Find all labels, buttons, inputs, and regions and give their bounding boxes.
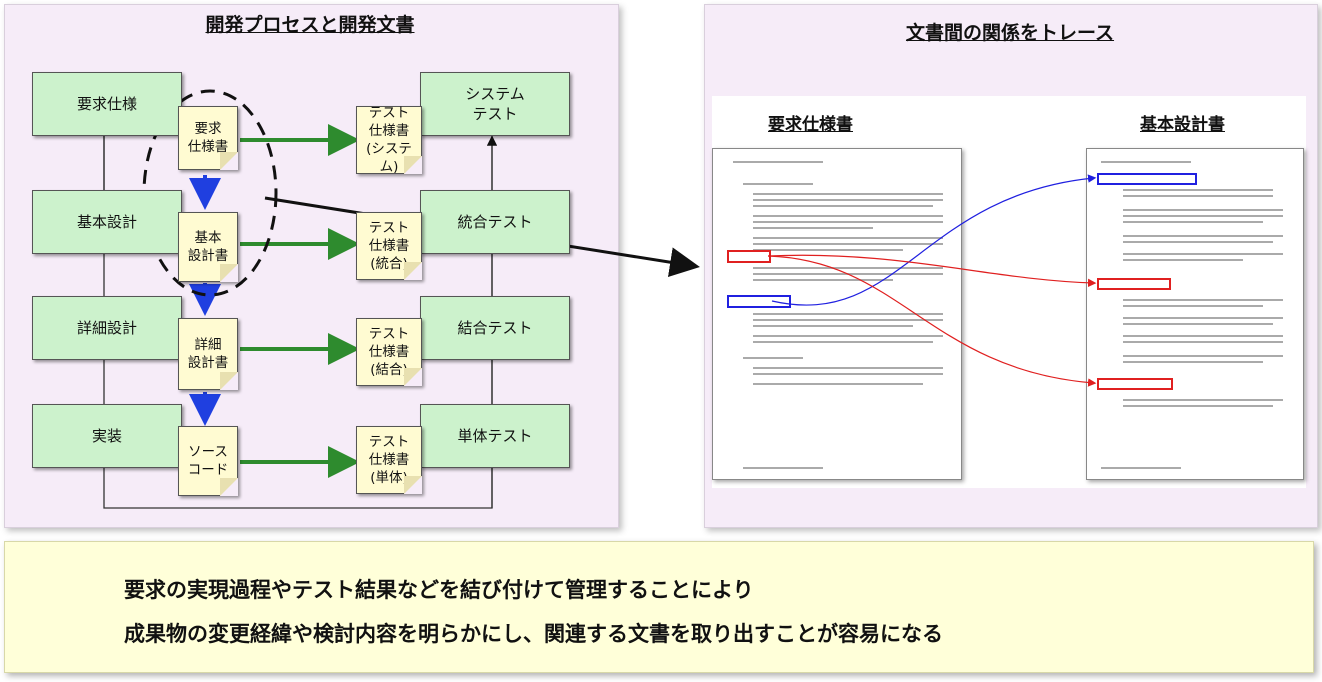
summary-line-1: 要求の実現過程やテスト結果などを結び付けて管理することにより bbox=[124, 578, 754, 602]
trace-marker-req-2 bbox=[727, 295, 791, 308]
doc-source-code: ソース コード bbox=[178, 426, 238, 496]
doc-test-spec-unit: テスト 仕様書 (単体) bbox=[356, 426, 422, 494]
phase-implementation: 実装 bbox=[32, 404, 182, 468]
doc-requirements-spec: 要求 仕様書 bbox=[178, 106, 238, 170]
test-integration: 統合テスト bbox=[420, 190, 570, 254]
trace-curve-red-1 bbox=[767, 254, 1097, 288]
test-unit: 単体テスト bbox=[420, 404, 570, 468]
basic-design-page bbox=[1086, 148, 1304, 480]
trace-marker-design-3 bbox=[1097, 378, 1173, 390]
doc-test-spec-integration: テスト 仕様書 (統合) bbox=[356, 212, 422, 280]
right-doc-title: 基本設計書 bbox=[1140, 115, 1225, 135]
doc-basic-design: 基本 設計書 bbox=[178, 212, 238, 282]
trace-panel-title: 文書間の関係をトレース bbox=[905, 22, 1115, 44]
doc-test-spec-system: テスト 仕様書 (システム) bbox=[356, 105, 422, 175]
test-system: システム テスト bbox=[420, 72, 570, 136]
trace-marker-design-2 bbox=[1097, 278, 1171, 290]
trace-marker-design-1 bbox=[1097, 173, 1197, 185]
doc-test-spec-combined: テスト 仕様書 (結合) bbox=[356, 318, 422, 386]
summary-line-2: 成果物の変更経緯や検討内容を明らかにし、関連する文書を取り出すことが容易になる bbox=[124, 622, 943, 646]
phase-detailed-design: 詳細設計 bbox=[32, 296, 182, 360]
test-combined: 結合テスト bbox=[420, 296, 570, 360]
phase-basic-design: 基本設計 bbox=[32, 190, 182, 254]
trace-curve-red-2 bbox=[767, 255, 1097, 387]
requirements-page bbox=[712, 148, 962, 480]
summary-box bbox=[4, 541, 1314, 673]
left-doc-title: 要求仕様書 bbox=[768, 115, 853, 135]
phase-requirements: 要求仕様 bbox=[32, 72, 182, 136]
trace-curve-blue bbox=[771, 174, 1097, 306]
process-panel-title: 開発プロセスと開発文書 bbox=[205, 14, 415, 36]
doc-detailed-design: 詳細 設計書 bbox=[178, 318, 238, 390]
